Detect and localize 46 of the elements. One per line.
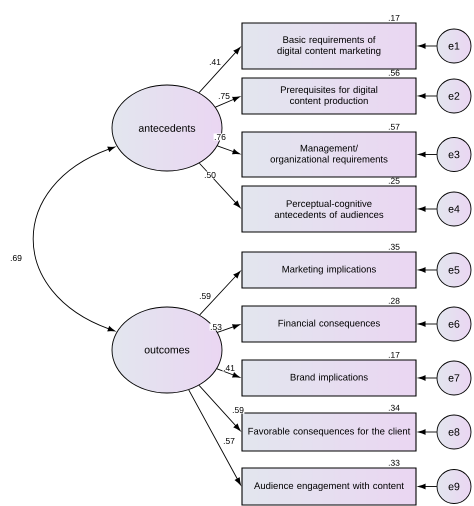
path-arrow bbox=[217, 324, 240, 333]
edge-label: .41 bbox=[208, 58, 222, 66]
r-squared-value: .34 bbox=[388, 404, 400, 411]
error-arrow bbox=[418, 484, 437, 490]
indicator-box: Prerequisites for digital content production bbox=[241, 77, 417, 115]
r-squared-value: .25 bbox=[388, 178, 400, 184]
edge-label: .57 bbox=[222, 438, 236, 444]
indicator-box: Perceptual-cognitive antecedents of audiences bbox=[241, 185, 417, 233]
edge-label: .53 bbox=[210, 324, 222, 330]
indicator-box: Marketing implications bbox=[241, 251, 417, 289]
path-arrow bbox=[217, 146, 240, 154]
covariance-arrow bbox=[32, 146, 116, 332]
indicator-box: Brand implications bbox=[241, 359, 417, 397]
indicator-box: Basic requirements of digital content marketing bbox=[241, 22, 417, 70]
r-squared-value: .17 bbox=[388, 352, 400, 358]
indicator-box: Financial consequences bbox=[241, 305, 417, 343]
path-arrow bbox=[198, 162, 240, 208]
error-arrow bbox=[418, 429, 437, 435]
indicator-box: Favorable consequences for the client bbox=[241, 412, 417, 452]
error-arrow bbox=[418, 206, 437, 212]
error-arrow bbox=[418, 267, 437, 273]
path-arrow bbox=[215, 96, 240, 108]
edge-label: .41 bbox=[222, 364, 236, 372]
edge-label: .69 bbox=[10, 254, 22, 262]
path-arrow bbox=[199, 271, 240, 316]
error-arrow bbox=[418, 375, 437, 381]
r-squared-value: .56 bbox=[388, 70, 400, 76]
r-squared-value: .35 bbox=[388, 244, 400, 250]
error-arrow bbox=[418, 152, 437, 158]
r-squared-value: .17 bbox=[388, 14, 400, 21]
edge-label: .76 bbox=[214, 133, 226, 140]
indicator-box: Management/ organizational requirements bbox=[241, 131, 417, 178]
error-arrow bbox=[418, 93, 437, 99]
r-squared-value: .28 bbox=[388, 298, 400, 304]
edge-label: .59 bbox=[232, 406, 244, 414]
path-arrow bbox=[188, 390, 241, 486]
r-squared-value: .57 bbox=[388, 124, 400, 130]
r-squared-value: .33 bbox=[388, 460, 400, 466]
path-arrow bbox=[198, 384, 240, 431]
indicator-box: Audience engagement with content bbox=[241, 467, 417, 506]
error-arrow bbox=[418, 43, 437, 49]
path-arrow bbox=[198, 47, 240, 94]
edge-label: .59 bbox=[198, 292, 212, 300]
path-arrow bbox=[216, 368, 240, 378]
edge-label: .50 bbox=[204, 172, 216, 178]
error-arrow bbox=[418, 321, 437, 327]
